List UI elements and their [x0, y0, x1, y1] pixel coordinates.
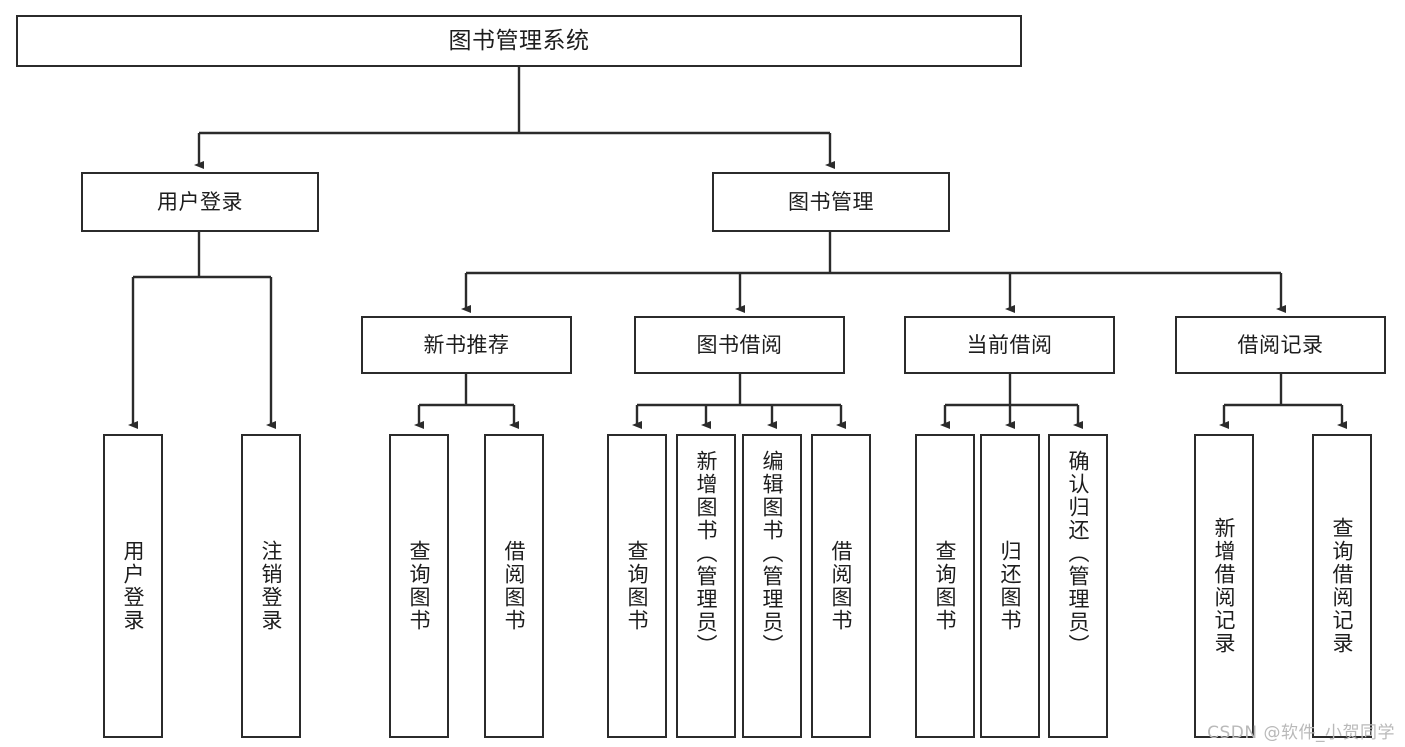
leaf-edit-book-admin[interactable]: 编辑图书（管理员） — [742, 434, 802, 738]
leaf-add-borrow-record-label: 新增借阅记录 — [1212, 517, 1237, 655]
node-borrow-record-label: 借阅记录 — [1237, 332, 1324, 357]
leaf-query-borrow-record-label: 查询借阅记录 — [1330, 517, 1355, 655]
leaf-query-borrow-record[interactable]: 查询借阅记录 — [1312, 434, 1372, 738]
node-user-login[interactable]: 用户登录 — [81, 172, 319, 232]
node-new-book-rec[interactable]: 新书推荐 — [361, 316, 572, 374]
leaf-query-book-rec[interactable]: 查询图书 — [389, 434, 449, 738]
leaf-logout-login[interactable]: 注销登录 — [241, 434, 301, 738]
leaf-add-book-admin-label: 新增图书（管理员） — [694, 450, 719, 657]
leaf-confirm-return-admin[interactable]: 确认归还（管理员） — [1048, 434, 1108, 738]
leaf-query-book-rec-label: 查询图书 — [407, 540, 432, 632]
leaf-borrow-book-borrow-label: 借阅图书 — [829, 540, 854, 632]
leaf-borrow-book-rec[interactable]: 借阅图书 — [484, 434, 544, 738]
leaf-logout-login-label: 注销登录 — [259, 540, 284, 632]
leaf-user-login[interactable]: 用户登录 — [103, 434, 163, 738]
node-book-manage-label: 图书管理 — [788, 189, 874, 214]
leaf-confirm-return-admin-label: 确认归还（管理员） — [1066, 450, 1091, 657]
node-new-book-rec-label: 新书推荐 — [423, 332, 510, 357]
leaf-query-book-current-label: 查询图书 — [933, 540, 958, 632]
node-borrow-record[interactable]: 借阅记录 — [1175, 316, 1386, 374]
leaf-add-book-admin[interactable]: 新增图书（管理员） — [676, 434, 736, 738]
leaf-user-login-label: 用户登录 — [121, 540, 146, 632]
leaf-query-book-current[interactable]: 查询图书 — [915, 434, 975, 738]
node-book-borrow-label: 图书借阅 — [696, 332, 783, 357]
watermark-text: CSDN @软件_小贺同学 — [1207, 723, 1395, 743]
leaf-borrow-book-borrow[interactable]: 借阅图书 — [811, 434, 871, 738]
node-root[interactable]: 图书管理系统 — [16, 15, 1022, 67]
node-book-borrow[interactable]: 图书借阅 — [634, 316, 845, 374]
node-current-borrow[interactable]: 当前借阅 — [904, 316, 1115, 374]
leaf-borrow-book-rec-label: 借阅图书 — [502, 540, 527, 632]
leaf-query-book-borrow-label: 查询图书 — [625, 540, 650, 632]
node-root-label: 图书管理系统 — [448, 27, 590, 54]
leaf-add-borrow-record[interactable]: 新增借阅记录 — [1194, 434, 1254, 738]
node-user-login-label: 用户登录 — [157, 189, 243, 214]
leaf-return-book[interactable]: 归还图书 — [980, 434, 1040, 738]
node-current-borrow-label: 当前借阅 — [966, 332, 1053, 357]
leaf-query-book-borrow[interactable]: 查询图书 — [607, 434, 667, 738]
node-book-manage[interactable]: 图书管理 — [712, 172, 950, 232]
leaf-return-book-label: 归还图书 — [998, 540, 1023, 632]
leaf-edit-book-admin-label: 编辑图书（管理员） — [760, 450, 785, 657]
